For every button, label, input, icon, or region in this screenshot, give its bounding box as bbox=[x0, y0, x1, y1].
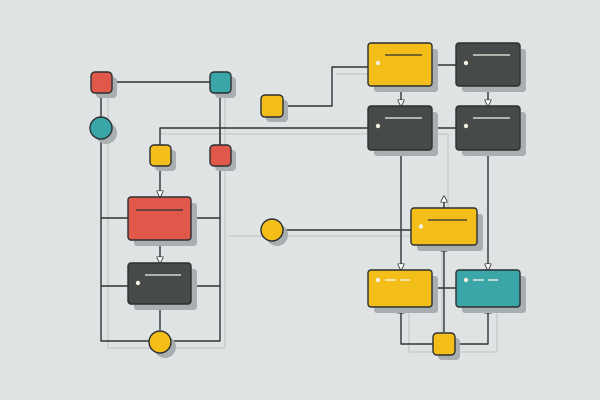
node-yellow-bottom-right bbox=[432, 332, 456, 356]
node-red-small bbox=[209, 144, 232, 167]
block-teal-bottom-body bbox=[455, 269, 521, 308]
block-dark-mid-right-body bbox=[455, 105, 521, 151]
block-teal-bottom bbox=[455, 269, 521, 308]
blocks bbox=[127, 42, 521, 308]
status-dot-icon bbox=[463, 123, 469, 129]
connector-yellow-upper bbox=[272, 66, 368, 107]
status-dot-icon bbox=[418, 224, 424, 229]
block-dark-mid-right bbox=[455, 105, 521, 151]
node-yellow-small bbox=[149, 144, 172, 167]
block-dark-mid bbox=[367, 105, 433, 151]
block-yellow-top-body bbox=[367, 42, 433, 87]
connector-bottom-loop-right bbox=[455, 307, 488, 345]
status-dot-icon bbox=[135, 280, 141, 286]
block-red-main bbox=[127, 196, 192, 241]
status-dot-icon bbox=[375, 277, 381, 283]
node-yellow-circle-mid bbox=[260, 218, 284, 242]
status-dot-icon bbox=[375, 60, 381, 66]
block-yellow-center-body bbox=[410, 207, 478, 246]
nodes bbox=[89, 71, 456, 356]
block-yellow-bottom bbox=[367, 269, 433, 308]
node-teal-top bbox=[209, 71, 232, 94]
block-yellow-center bbox=[410, 207, 478, 246]
status-dot-icon bbox=[463, 277, 469, 283]
connector-upper-bus bbox=[159, 127, 368, 145]
block-red-main-body bbox=[127, 196, 192, 241]
node-yellow-upper bbox=[260, 94, 284, 118]
block-dark-top-right bbox=[455, 42, 521, 87]
block-dark-top-right-body bbox=[455, 42, 521, 87]
block-yellow-top bbox=[367, 42, 433, 87]
node-red-top-left bbox=[90, 71, 113, 94]
status-dot-icon bbox=[463, 60, 469, 66]
block-yellow-bottom-body bbox=[367, 269, 433, 308]
node-teal-circle bbox=[89, 116, 113, 140]
connector-loop-left bbox=[100, 82, 160, 342]
node-yellow-circle-bottom bbox=[148, 330, 172, 354]
status-dot-icon bbox=[375, 123, 381, 129]
block-dark-left-body bbox=[127, 262, 192, 305]
block-dark-left bbox=[127, 262, 192, 305]
block-dark-mid-body bbox=[367, 105, 433, 151]
connector-bottom-loop bbox=[401, 307, 433, 345]
